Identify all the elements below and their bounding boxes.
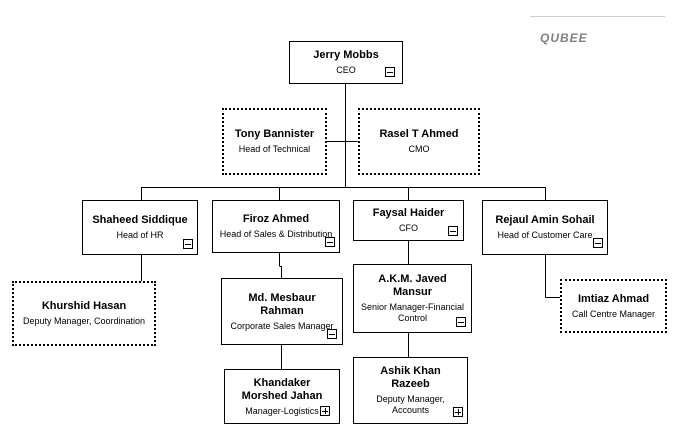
node-hr-deputy-manager[interactable]: Khurshid Hasan Deputy Manager, Coordinat…: [12, 281, 156, 346]
node-title: Corporate Sales Manager: [230, 320, 334, 331]
brand-divider: [530, 16, 665, 17]
node-title: Call Centre Manager: [571, 308, 656, 319]
node-name: A.K.M. Javed Mansur: [378, 273, 447, 298]
node-cmo[interactable]: Rasel T Ahmed CMO: [358, 108, 480, 175]
node-title: Head of Sales & Distribution: [219, 229, 333, 239]
node-title: Head of Technical: [238, 144, 311, 154]
node-title: Senior Manager-Financial Control: [360, 302, 465, 323]
node-name: Ashik Khan Razeeb: [380, 365, 441, 390]
expand-icon[interactable]: [320, 406, 330, 416]
node-name: Shaheed Siddique: [92, 214, 188, 226]
node-ceo[interactable]: Jerry Mobbs CEO: [289, 41, 403, 84]
node-name: Firoz Ahmed: [242, 213, 310, 225]
node-title: CMO: [408, 144, 430, 154]
node-name: Tony Bannister: [234, 128, 315, 140]
node-name: Faysal Haider: [372, 207, 445, 219]
collapse-icon[interactable]: [325, 237, 335, 247]
collapse-icon[interactable]: [593, 238, 603, 248]
node-title: CFO: [399, 223, 418, 233]
node-title: Head of Customer Care: [497, 230, 593, 240]
brand-logo: QUBEE: [540, 31, 588, 45]
node-name: Khandaker Morshed Jahan: [241, 376, 323, 402]
node-name: Md. Mesbaur Rahman: [248, 291, 316, 317]
node-title: Head of HR: [116, 230, 164, 240]
node-head-of-sales[interactable]: Firoz Ahmed Head of Sales & Distribution: [212, 200, 340, 253]
node-name: Rasel T Ahmed: [379, 128, 459, 140]
node-name: Khurshid Hasan: [41, 300, 127, 312]
collapse-icon[interactable]: [327, 329, 337, 339]
node-cfo[interactable]: Faysal Haider CFO: [353, 200, 464, 241]
node-title: CEO: [336, 65, 356, 75]
node-title: Deputy Manager, Coordination: [22, 316, 146, 326]
node-head-of-hr[interactable]: Shaheed Siddique Head of HR: [82, 200, 198, 255]
node-name: Rejaul Amin Sohail: [495, 214, 595, 226]
node-corporate-sales-manager[interactable]: Md. Mesbaur Rahman Corporate Sales Manag…: [221, 278, 343, 345]
collapse-icon[interactable]: [183, 239, 193, 249]
expand-icon[interactable]: [453, 407, 463, 417]
node-name: Imtiaz Ahmad: [577, 292, 650, 305]
node-deputy-manager-accounts[interactable]: Ashik Khan Razeeb Deputy Manager, Accoun…: [353, 357, 468, 424]
collapse-icon[interactable]: [448, 226, 458, 236]
node-head-of-customer-care[interactable]: Rejaul Amin Sohail Head of Customer Care: [482, 200, 608, 255]
node-title: Manager-Logistics: [245, 405, 319, 416]
node-name: Jerry Mobbs: [313, 49, 379, 61]
node-senior-manager-financial-control[interactable]: A.K.M. Javed Mansur Senior Manager-Finan…: [353, 264, 472, 333]
node-call-centre-manager[interactable]: Imtiaz Ahmad Call Centre Manager: [560, 279, 667, 333]
collapse-icon[interactable]: [456, 317, 466, 327]
node-title: Deputy Manager, Accounts: [376, 394, 445, 415]
collapse-icon[interactable]: [385, 67, 395, 77]
node-head-of-technical[interactable]: Tony Bannister Head of Technical: [222, 108, 327, 175]
node-manager-logistics[interactable]: Khandaker Morshed Jahan Manager-Logistic…: [224, 369, 340, 424]
